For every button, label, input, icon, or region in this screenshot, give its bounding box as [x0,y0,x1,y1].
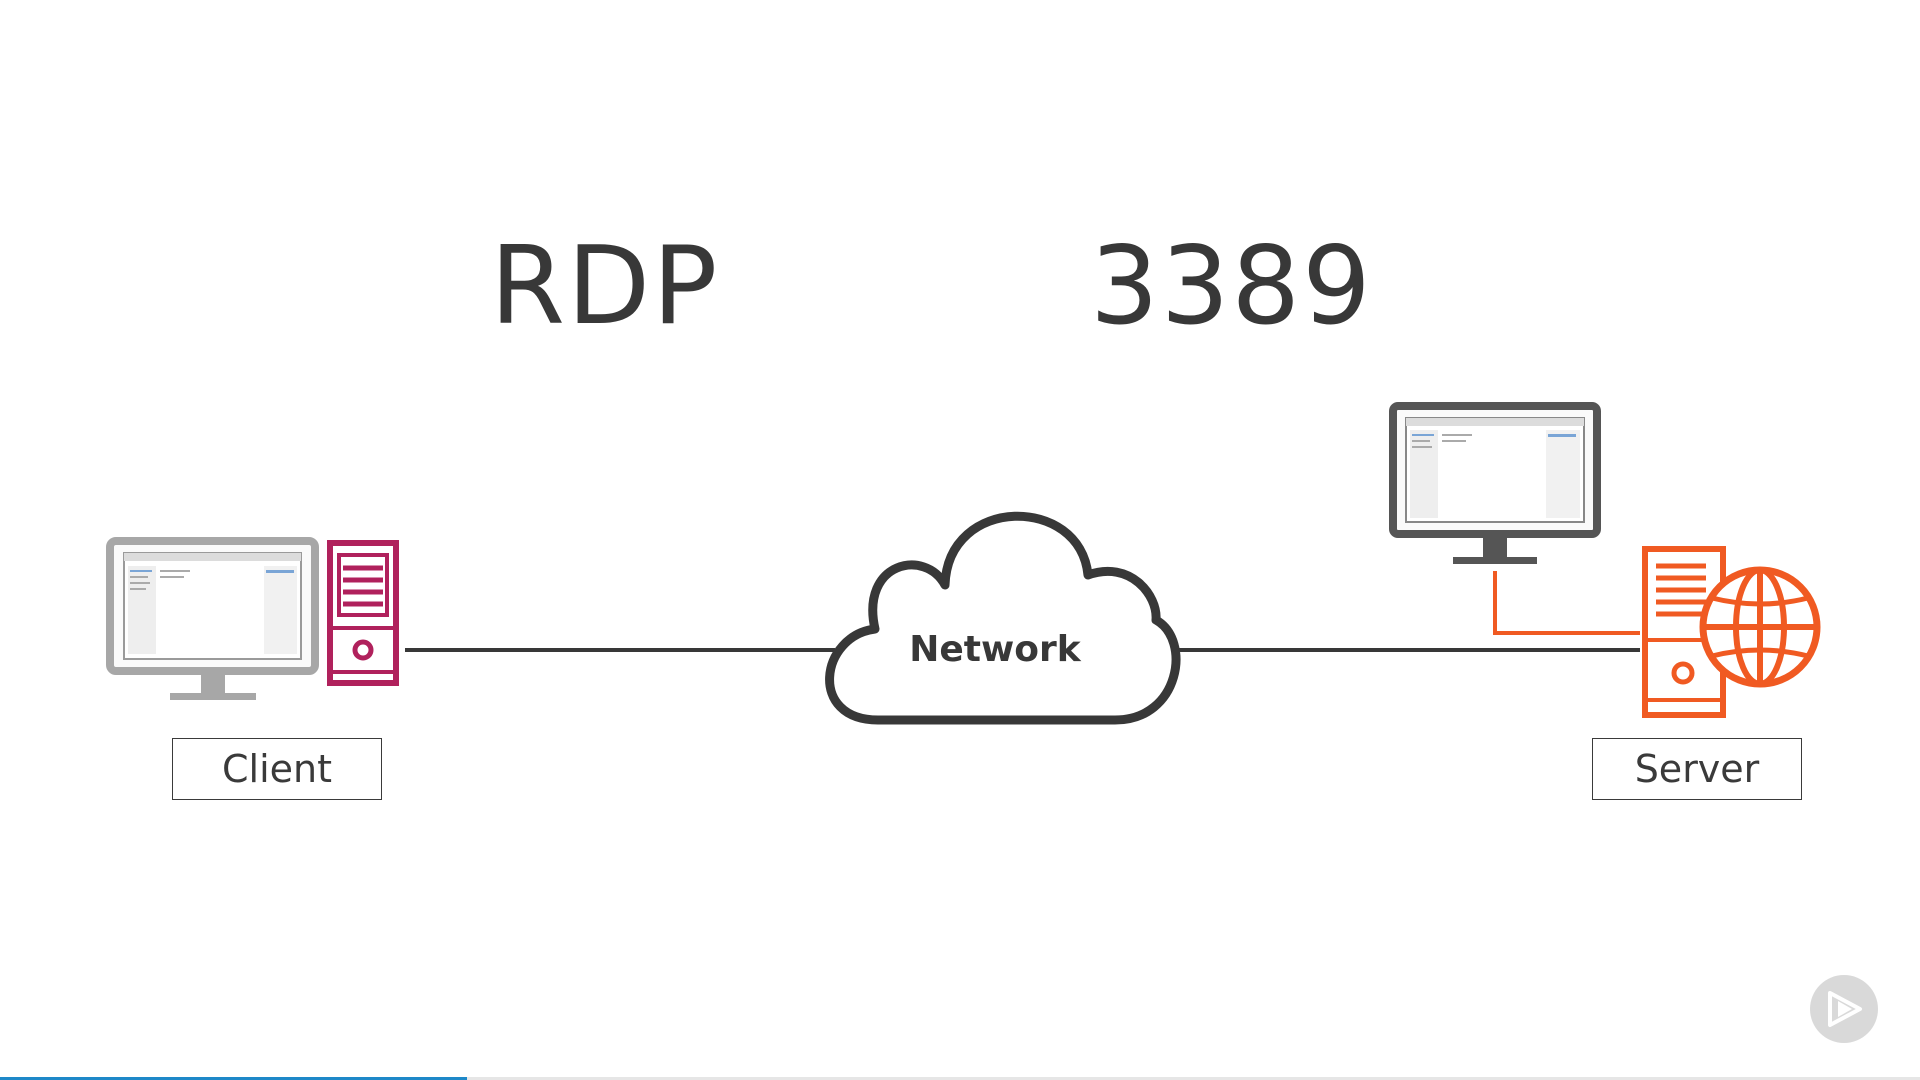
server-monitor-link [1493,571,1640,635]
desktop-tower-icon [327,540,399,686]
player-badge[interactable] [1810,975,1878,1043]
server-monitor-icon [1389,402,1601,564]
cloud-icon [825,511,1181,725]
web-server-icon [1642,546,1821,718]
video-progress-bar[interactable] [0,1077,1920,1080]
network-label: Network [909,629,1081,670]
play-icon [1828,991,1862,1027]
port-number: 3389 [1090,224,1373,349]
protocol-title: RDP [490,224,720,349]
client-monitor-icon [106,537,319,700]
video-progress-fill [0,1077,467,1080]
server-label: Server [1592,738,1802,800]
client-label: Client [172,738,382,800]
